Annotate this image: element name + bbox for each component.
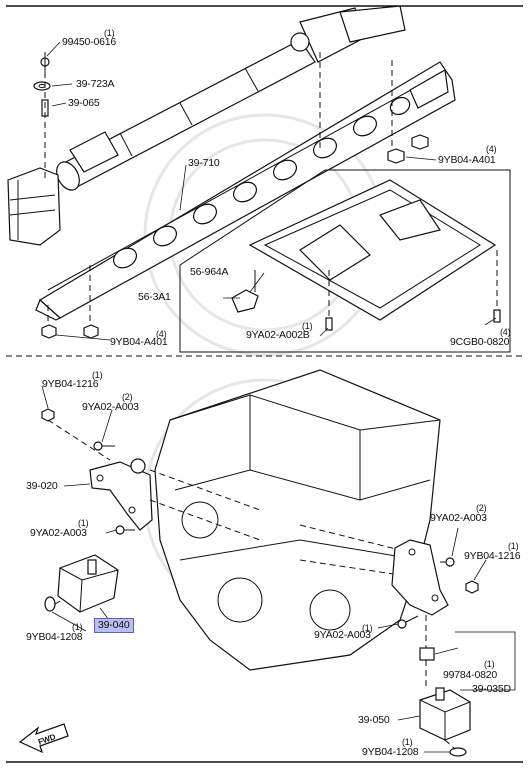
label-39-040-highlighted: 39-040	[94, 618, 134, 633]
washer-bottom	[449, 747, 467, 757]
qty-9YA02-A003-lower: (1)	[362, 623, 373, 633]
transmission-rear	[7, 167, 61, 246]
label-39-020: 39-020	[26, 480, 58, 492]
label-56-964A: 56-964A	[190, 266, 229, 278]
qty-99450-0616: (1)	[104, 28, 115, 38]
label-99450-0616: 99450-0616	[62, 36, 117, 48]
power-plant-frame	[35, 61, 456, 321]
qty-9YB04-A401-bottom: (4)	[156, 329, 167, 339]
qty-9YA02-A002B: (1)	[302, 321, 313, 331]
label-9YB04-1216-right: 9YB04-1216	[464, 550, 521, 562]
qty-9CGB0-0820: (4)	[500, 327, 511, 337]
qty-9YB04-1216-right: (1)	[508, 541, 519, 551]
label-9YB04-A401-top: 9YB04-A401	[438, 154, 496, 166]
engine-block	[154, 369, 441, 671]
label-56-3A1: 56-3A1	[138, 291, 171, 303]
label-9YB04-1208-left: 9YB04-1208	[26, 631, 83, 643]
washer-left	[44, 596, 56, 612]
bolt-upper	[93, 441, 115, 451]
forward-arrow-icon	[18, 723, 69, 754]
label-39-050: 39-050	[358, 714, 390, 726]
mount-part-99784	[419, 647, 435, 661]
label-9YA02-A003-right: 9YA02-A003	[430, 512, 487, 524]
qty-99784-0820: (1)	[484, 659, 495, 669]
engine-mount-bracket-right	[391, 539, 449, 616]
qty-9YB04-1216-left: (1)	[92, 370, 103, 380]
label-9YA02-A003-lower: 9YA02-A003	[314, 629, 371, 641]
brace-bracket	[231, 289, 259, 313]
label-9CGB0-0820: 9CGB0-0820	[450, 336, 510, 348]
label-9YB04-A401-bottom: 9YB04-A401	[110, 336, 168, 348]
engine-mount-bracket-left	[89, 458, 153, 531]
qty-9YB04-1208-left: (1)	[72, 622, 83, 632]
nut-top-right	[387, 134, 429, 164]
propeller-shaft	[56, 5, 406, 191]
inset-frame	[179, 169, 511, 353]
qty-9YB04-1208-bottom: (1)	[402, 737, 413, 747]
nut-left-1216	[41, 408, 55, 422]
label-9YB04-1208-bottom: 9YB04-1208	[362, 746, 419, 758]
nut-right-1216	[465, 580, 479, 594]
under-brace	[248, 179, 497, 321]
engine-mount-rubber-right	[419, 687, 471, 741]
qty-9YA02-A003-upper: (2)	[122, 392, 133, 402]
qty-9YA02-A003-left: (1)	[78, 518, 89, 528]
label-9YA02-A002B: 9YA02-A002B	[246, 329, 310, 341]
label-9YA02-A003-upper: 9YA02-A003	[82, 401, 139, 413]
qty-9YA02-A003-right: (2)	[476, 503, 487, 513]
bolt-right	[440, 557, 455, 567]
bolt-stack-left	[33, 52, 51, 180]
label-39-710: 39-710	[188, 157, 220, 169]
qty-9YB04-A401-top: (4)	[486, 144, 497, 154]
label-9YA02-A003-left: 9YA02-A003	[30, 527, 87, 539]
label-99784-0820: 99784-0820	[443, 669, 498, 681]
engine-mount-rubber-left	[57, 554, 119, 613]
label-39-035D: 39-035D	[472, 683, 511, 695]
label-9YB04-1216-left: 9YB04-1216	[42, 378, 99, 390]
label-39-723A: 39-723A	[76, 78, 115, 90]
bolt-left	[115, 525, 135, 535]
label-39-065: 39-065	[68, 97, 100, 109]
